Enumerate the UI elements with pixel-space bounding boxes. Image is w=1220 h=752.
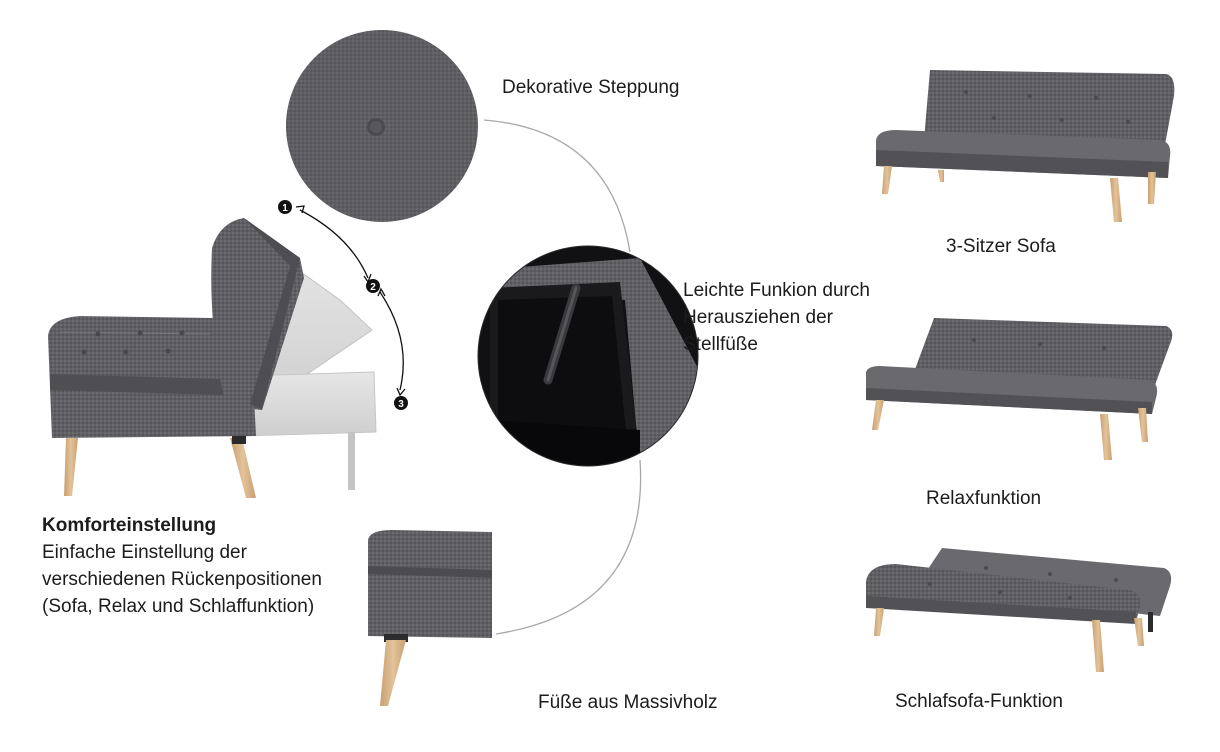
position-badge-3 — [394, 396, 408, 410]
connector-arc-bottom — [495, 459, 642, 635]
comfort-description: Komforteinstellung Einfache Einstellung … — [42, 512, 322, 620]
caption-sofa-mode: 3-Sitzer Sofa — [946, 236, 1056, 257]
position-label-3: 3 — [398, 399, 404, 410]
reclining-sofa-image — [48, 218, 377, 498]
recline-arrows — [295, 205, 406, 397]
leg-detail-image — [368, 530, 492, 706]
comfort-line-3: (Sofa, Relax und Schlaffunktion) — [42, 596, 315, 617]
callout-mechanism-line-1: Leichte Funkion durch — [683, 280, 870, 301]
position-label-1: 1 — [282, 203, 288, 214]
callout-quilting: Dekorative Steppung — [502, 77, 680, 98]
quilting-detail-image — [286, 30, 478, 222]
caption-bed-mode: Schlafsofa-Funktion — [895, 691, 1063, 712]
caption-relax-mode: Relaxfunktion — [926, 488, 1042, 509]
position-label-2: 2 — [370, 282, 376, 293]
callout-mechanism-line-3: Stellfüße — [683, 334, 758, 355]
callout-mechanism-line-2: Herausziehen der — [683, 307, 833, 328]
callout-legs: Füße aus Massivholz — [538, 692, 718, 713]
comfort-line-1: Einfache Einstellung der — [42, 542, 247, 563]
comfort-title: Komforteinstellung — [42, 515, 217, 536]
position-badge-2 — [366, 279, 380, 293]
callout-mechanism: Leichte Funkion durch Herausziehen der S… — [683, 277, 870, 358]
connector-arc-top — [483, 119, 631, 253]
mechanism-detail-image — [477, 245, 699, 467]
relax-mode-image — [866, 318, 1173, 460]
position-badges — [278, 200, 408, 410]
comfort-line-2: verschiedenen Rückenpositionen — [42, 569, 322, 590]
position-badge-1 — [278, 200, 292, 214]
bed-mode-image — [866, 548, 1172, 672]
sofa-mode-image — [876, 70, 1175, 222]
